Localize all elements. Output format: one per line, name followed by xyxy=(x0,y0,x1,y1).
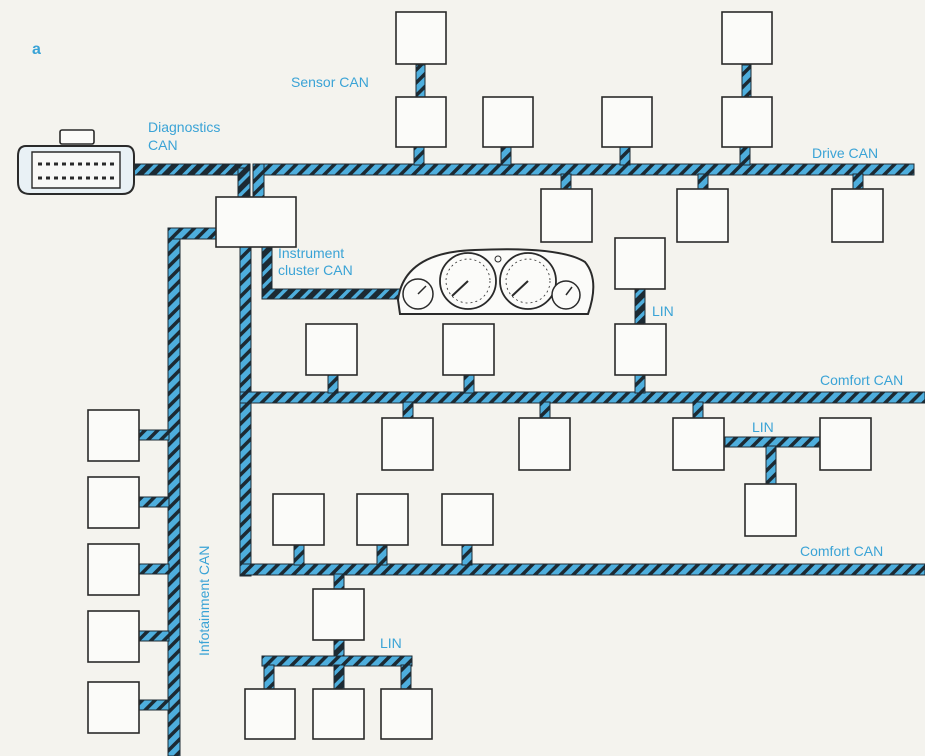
lin-comfort-drop xyxy=(765,445,777,485)
drive-can-stub xyxy=(500,146,512,166)
lin-bottom-stub xyxy=(400,664,412,690)
panel-label: a xyxy=(32,41,41,58)
infotainment-can-stub xyxy=(138,630,170,642)
comfort-can-2-bus xyxy=(239,563,925,576)
comfort-can-2-stub xyxy=(376,544,388,566)
comfort-can-1-bus xyxy=(239,391,925,404)
sensor-can-label: Sensor CAN xyxy=(291,74,369,90)
drive-ecu xyxy=(540,188,593,243)
lin-cluster-link xyxy=(634,288,646,326)
diagnostics-can-drop xyxy=(237,167,251,199)
comfort-ecu xyxy=(518,417,571,471)
sensor-can-link xyxy=(741,64,752,98)
sensor-ecu xyxy=(395,11,447,65)
infotainment-ecu xyxy=(87,610,140,663)
infotainment-can-stub xyxy=(138,496,170,508)
infotainment-can-stub xyxy=(138,563,170,575)
drive-can-stub xyxy=(619,146,631,166)
diagnostics-can-label: Diagnostics xyxy=(148,119,220,135)
drive-can-stub xyxy=(413,146,425,166)
buses xyxy=(129,64,925,756)
infotainment-ecu xyxy=(87,543,140,596)
infotainment-can-label: Infotainment CAN xyxy=(196,546,212,657)
infotainment-can-bus xyxy=(167,227,219,240)
drive-can-stub xyxy=(697,173,709,191)
lin-cluster-label: LIN xyxy=(652,303,674,319)
comfort-can-2-stub xyxy=(333,573,345,591)
infotainment-can-stub xyxy=(138,699,170,711)
comfort-ecu xyxy=(356,493,409,546)
diagnostic-connector-icon xyxy=(17,129,135,195)
comfort-can-1-stub xyxy=(327,374,339,394)
infotainment-can-stub xyxy=(138,429,170,441)
lin-slave-ecu xyxy=(819,417,872,471)
labels: Diagnostics CAN Sensor CAN Drive CAN Ins… xyxy=(148,74,903,656)
lin-slave-ecu xyxy=(244,688,296,740)
drive-can-label: Drive CAN xyxy=(812,145,878,161)
diagnostics-can-bus xyxy=(129,163,251,176)
comfort-can-1-stub xyxy=(539,401,551,420)
comfort-can-1-label: Comfort CAN xyxy=(820,372,903,388)
comfort-ecu xyxy=(305,323,358,376)
infotainment-ecu xyxy=(87,681,140,734)
diagnostics-can-label: CAN xyxy=(148,137,178,153)
drive-can-bus xyxy=(261,163,915,176)
lin-bottom-stub xyxy=(333,664,345,690)
comfort-ecu xyxy=(312,588,365,641)
comfort-can-2-label: Comfort CAN xyxy=(800,543,883,559)
drive-ecu xyxy=(395,96,447,148)
lin-comfort-label: LIN xyxy=(752,419,774,435)
lin-slave-ecu xyxy=(744,483,797,537)
comfort-can-1-stub xyxy=(692,401,704,420)
infotainment-ecu xyxy=(87,476,140,529)
comfort-can-1-stub xyxy=(463,374,475,394)
comfort-can-1-stub xyxy=(402,401,414,420)
drive-ecu xyxy=(831,188,884,243)
comfort-can-trunk xyxy=(239,245,252,577)
instrument-cluster-can-bus xyxy=(261,288,403,300)
lin-slave-ecu xyxy=(614,237,666,290)
ecu-boxes xyxy=(87,11,884,740)
drive-can-stub xyxy=(560,173,572,191)
comfort-ecu xyxy=(272,493,325,546)
comfort-can-2-stub xyxy=(461,544,473,566)
lin-bottom-label: LIN xyxy=(380,635,402,651)
lin-bottom-stub xyxy=(263,664,275,690)
drive-can-stub xyxy=(739,146,751,166)
comfort-ecu xyxy=(441,493,494,546)
sensor-ecu xyxy=(721,11,773,65)
infotainment-can-bus xyxy=(167,227,181,756)
comfort-ecu xyxy=(672,417,725,471)
drive-ecu xyxy=(721,96,773,148)
comfort-can-2-stub xyxy=(293,544,305,566)
comfort-ecu xyxy=(381,417,434,471)
instrument-cluster-can-label: Instrument xyxy=(278,245,344,261)
drive-can-stub xyxy=(852,173,864,191)
comfort-can-1-stub xyxy=(634,374,646,394)
sensor-can-link xyxy=(415,64,426,98)
instrument-cluster-icon xyxy=(396,248,595,315)
drive-can-gateway-link xyxy=(252,163,265,200)
infotainment-ecu xyxy=(87,409,140,462)
lin-slave-ecu xyxy=(380,688,433,740)
comfort-ecu xyxy=(614,323,667,376)
instrument-cluster-can-label: cluster CAN xyxy=(278,262,353,278)
comfort-ecu xyxy=(442,323,495,376)
gateway-ecu xyxy=(215,196,297,248)
drive-ecu xyxy=(676,188,729,243)
drive-ecu xyxy=(601,96,653,148)
lin-slave-ecu xyxy=(312,688,365,740)
drive-ecu xyxy=(482,96,534,148)
